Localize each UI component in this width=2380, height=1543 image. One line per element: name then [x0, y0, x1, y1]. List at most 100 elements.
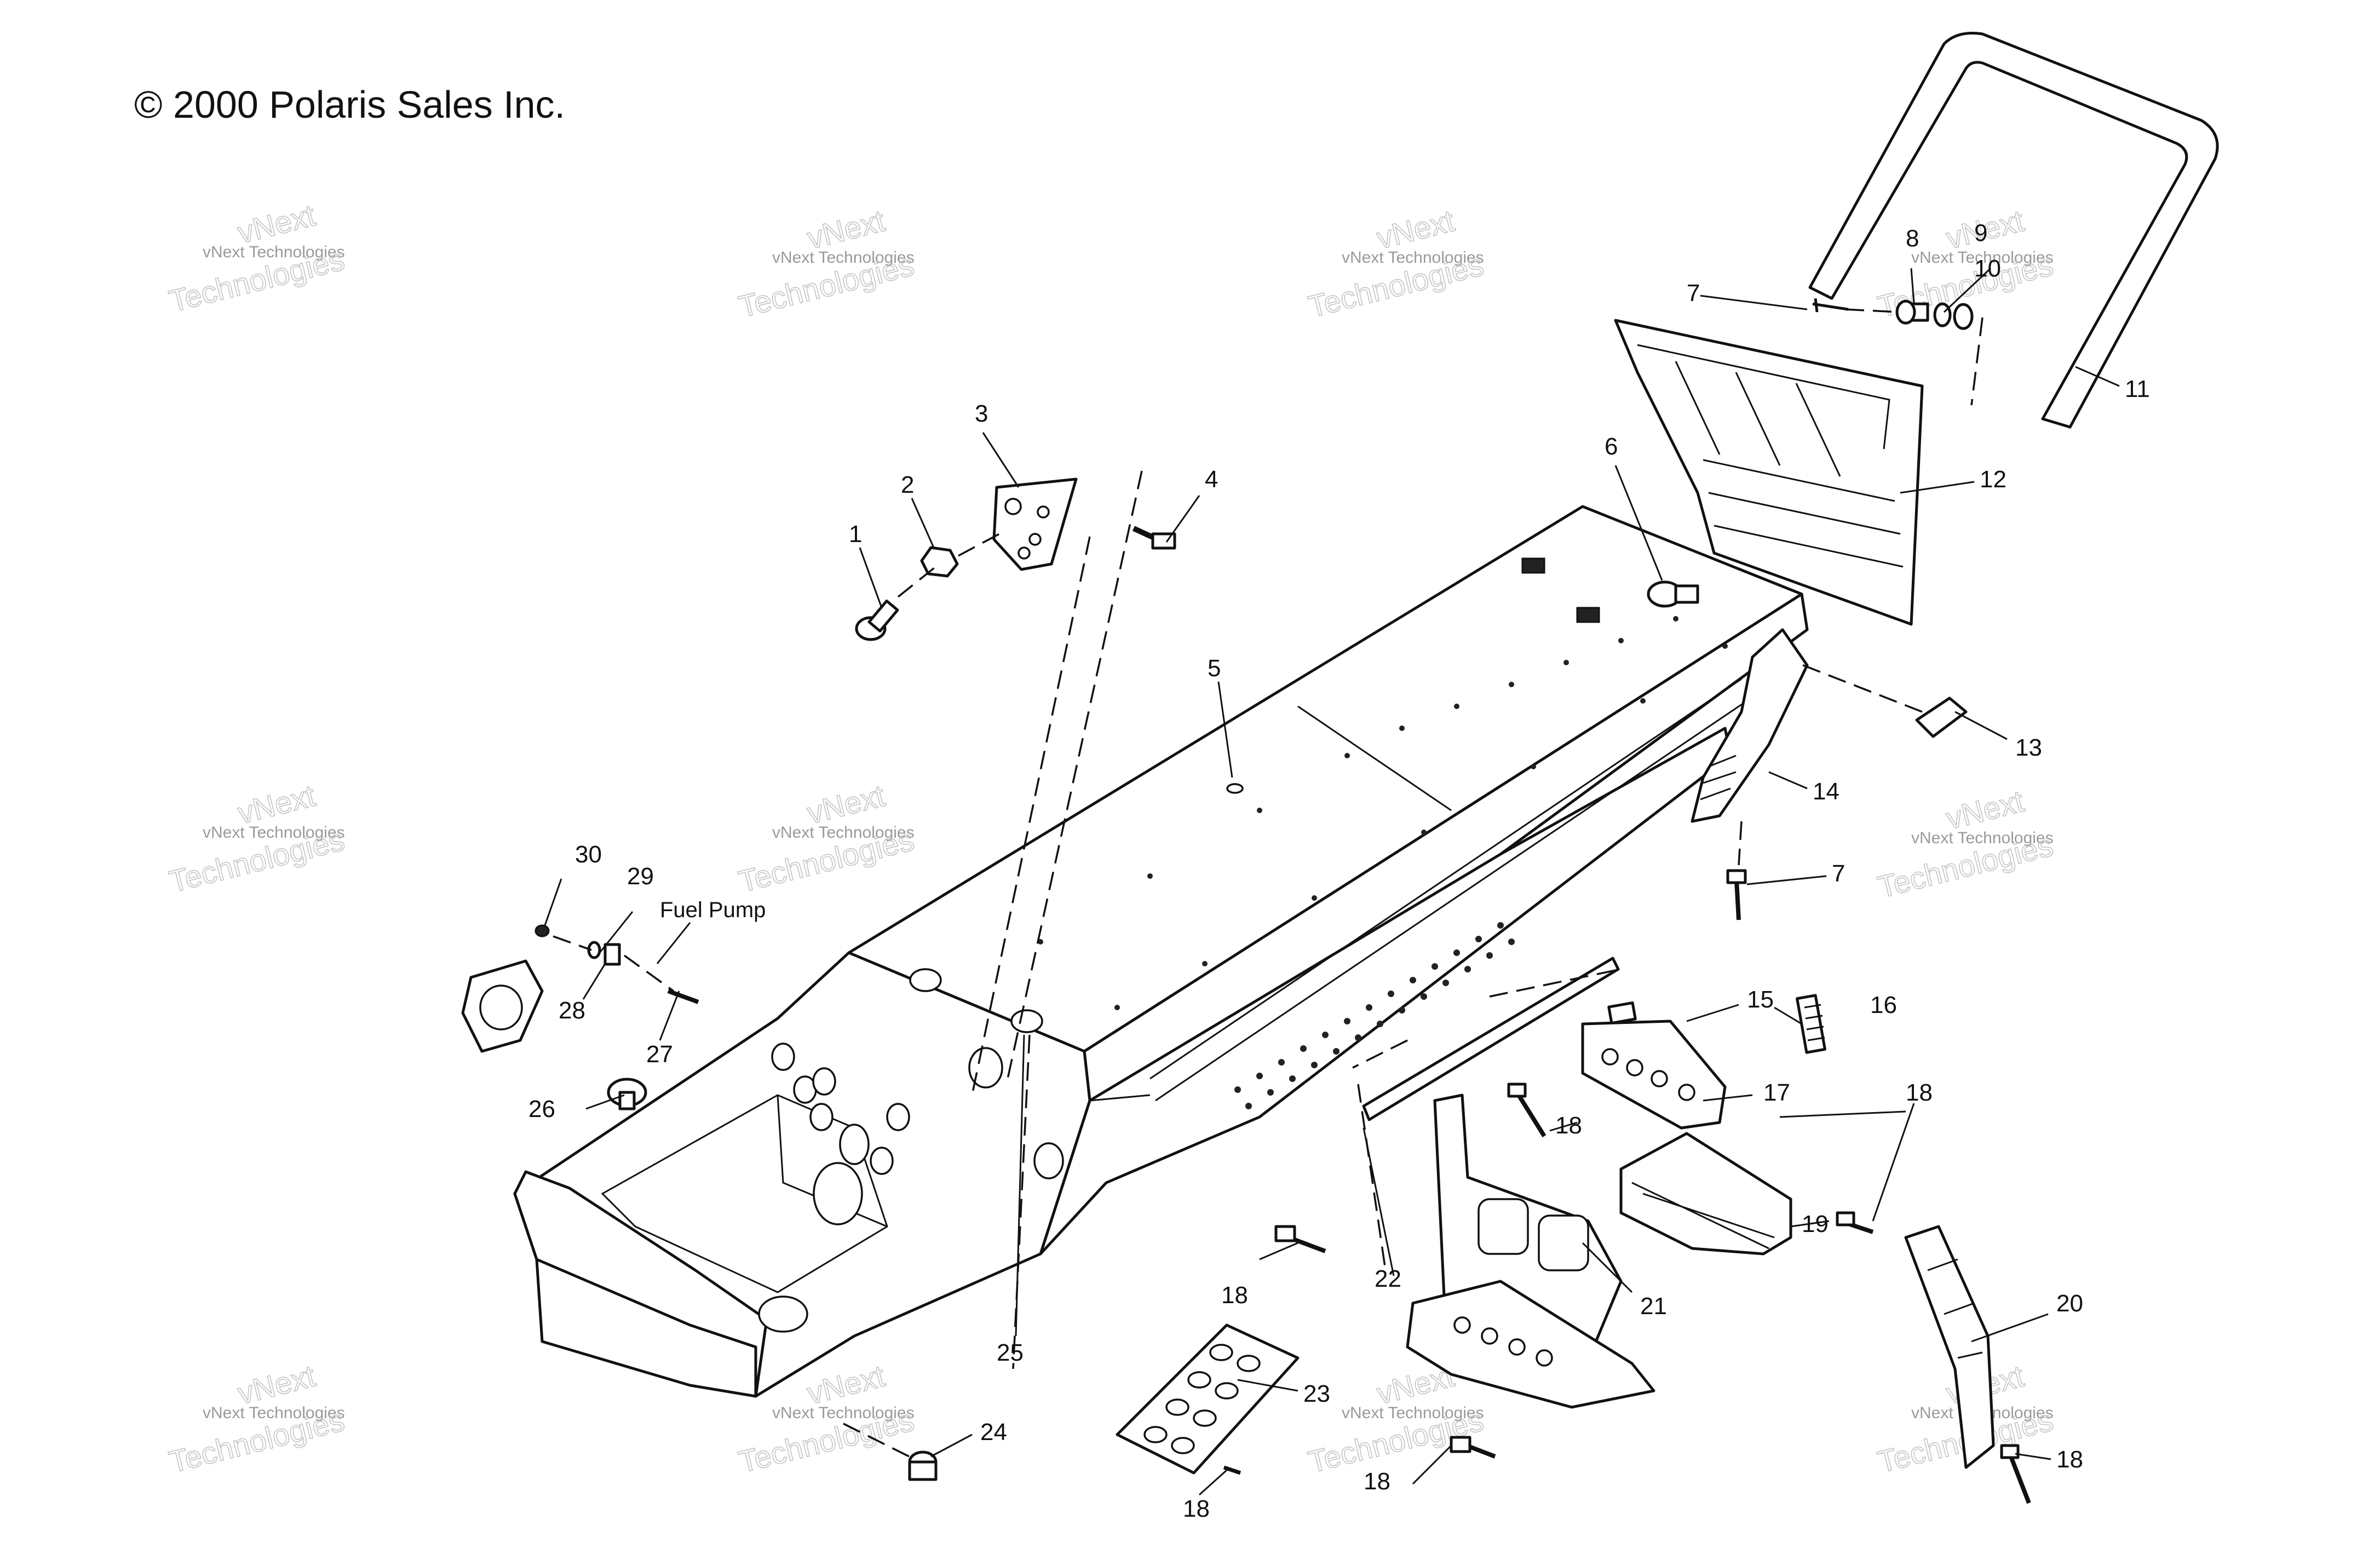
tunnel-hole-5: [1226, 783, 1244, 794]
tunnel-seam-2: [1089, 1094, 1151, 1102]
part-14-side-panel: [1691, 628, 1809, 823]
callout-6: 6: [1605, 433, 1618, 460]
part-4-bolt: [1132, 526, 1176, 550]
part-28-bracket: [603, 943, 621, 966]
tunnel-rail: [1149, 678, 1742, 1080]
callout-12: 12: [1980, 466, 2007, 493]
svg-text:vNext: vNext: [234, 1358, 319, 1411]
part-1-bolt: [855, 599, 899, 641]
tunnel-clip: [1521, 557, 1545, 574]
part-30-nut: [534, 924, 550, 937]
bulkhead-hole: [1033, 1142, 1064, 1179]
svg-text:vNext Technologies: vNext Technologies: [203, 243, 345, 261]
tunnel-seam-1: [1297, 705, 1452, 811]
svg-text:vNext Technologies: vNext Technologies: [772, 249, 915, 267]
callout-25: 25: [997, 1339, 1024, 1366]
callout-30: 30: [575, 841, 602, 868]
svg-text:vNext Technologies: vNext Technologies: [772, 1404, 915, 1422]
part-23-grate: [1116, 1323, 1300, 1475]
part-18-rivet: [1274, 1225, 1326, 1253]
part-15-clip: [1607, 1001, 1637, 1025]
perforation-field: [1234, 922, 1515, 1109]
part-18-rivet: [1223, 1465, 1241, 1475]
callout-28: 28: [559, 997, 585, 1024]
part-17-bracket: [1581, 1020, 1727, 1130]
callout-18-c: 18: [1221, 1282, 1248, 1309]
svg-text:vNext Technologies: vNext Technologies: [1911, 249, 2054, 267]
front-bumper: [535, 1258, 757, 1398]
part-2-nut: [920, 546, 959, 578]
leader-lines: [544, 267, 2120, 1496]
callout-9: 9: [1974, 220, 1987, 246]
watermark: vNext Technologies vNext Technologies: [1874, 783, 2057, 905]
svg-text:vNext Technologies: vNext Technologies: [203, 824, 345, 842]
part-24-plug: [908, 1450, 938, 1481]
svg-text:vNext: vNext: [234, 778, 319, 831]
callout-21: 21: [1640, 1293, 1667, 1320]
part-8-bolt: [1895, 300, 1929, 325]
callout-19: 19: [1802, 1211, 1829, 1237]
bulkhead-hole: [809, 1103, 833, 1131]
callout-29: 29: [627, 863, 654, 890]
part-18-rivet: [2000, 1444, 2031, 1504]
bulkhead-hole: [812, 1067, 836, 1096]
callout-13: 13: [2015, 734, 2042, 761]
callout-18-d: 18: [1364, 1468, 1390, 1495]
svg-text:vNext Technologies: vNext Technologies: [1911, 829, 2054, 847]
bulkhead-hole: [839, 1124, 870, 1165]
part-27-bolt: [667, 989, 699, 1004]
callout-14: 14: [1813, 778, 1839, 805]
watermark: vNext Technologies vNext Technologies: [735, 203, 918, 324]
callout-15: 15: [1747, 986, 1774, 1013]
callout-17: 17: [1763, 1079, 1790, 1106]
callouts: 1 2 3 4 5 6 7 7 8 9 10 11 12 13 14 15 16…: [528, 220, 2150, 1522]
part-9-washer: [1933, 302, 1952, 327]
bulkhead-hole: [870, 1147, 894, 1175]
tunnel-rivets: [1038, 616, 1728, 1010]
svg-text:vNext Technologies: vNext Technologies: [1342, 1404, 1484, 1422]
part-21-mount-plate: [1406, 1093, 1655, 1409]
floor-hole: [813, 1162, 863, 1225]
svg-text:vNext: vNext: [1943, 784, 2028, 836]
part-16-strap: [1796, 994, 1826, 1054]
callout-18-a: 18: [1555, 1112, 1582, 1139]
bulkhead-hole: [886, 1103, 910, 1131]
callout-18-b: 18: [1906, 1079, 1933, 1106]
part-26-cap: [607, 1078, 647, 1110]
svg-text:vNext Technologies: vNext Technologies: [1342, 249, 1484, 267]
part-10-washer: [1953, 303, 1974, 330]
callout-8: 8: [1906, 225, 1919, 252]
callout-7-lower: 7: [1832, 860, 1845, 887]
bulkhead-hole: [1010, 1009, 1043, 1033]
fuel-pump-flange: [461, 959, 544, 1053]
part-3-bracket: [992, 477, 1078, 571]
fuel-pump-label: Fuel Pump: [660, 898, 766, 922]
callout-7-upper: 7: [1687, 280, 1700, 307]
nose-hole: [758, 1296, 808, 1333]
callout-23: 23: [1303, 1380, 1330, 1407]
svg-text:vNext: vNext: [234, 198, 319, 250]
watermark: vNext Technologies vNext Technologies: [735, 778, 918, 899]
callout-5: 5: [1208, 655, 1221, 682]
callout-1: 1: [849, 521, 862, 548]
part-6-bolt: [1647, 580, 1699, 608]
part-18-rivet: [1450, 1436, 1496, 1459]
callout-18-e: 18: [1183, 1495, 1210, 1522]
part-12-snow-flap: [1614, 319, 1924, 626]
watermark: vNext Technologies vNext Technologies: [1304, 203, 1487, 324]
part-7-rivet-lower: [1726, 869, 1747, 920]
callout-2: 2: [901, 471, 914, 498]
callout-26: 26: [528, 1096, 555, 1122]
svg-text:vNext: vNext: [1373, 203, 1458, 256]
svg-text:vNext: vNext: [804, 203, 889, 256]
callout-20: 20: [2056, 1290, 2083, 1317]
tunnel-skirt: [1039, 727, 1732, 1256]
callout-10: 10: [1974, 255, 2001, 282]
svg-text:vNext Technologies: vNext Technologies: [203, 1404, 345, 1422]
tunnel-rail-2: [1155, 700, 1747, 1102]
svg-text:vNext Technologies: vNext Technologies: [772, 824, 915, 842]
callout-16: 16: [1870, 992, 1897, 1018]
callout-22: 22: [1375, 1265, 1401, 1292]
part-18-rivet: [1836, 1211, 1874, 1234]
